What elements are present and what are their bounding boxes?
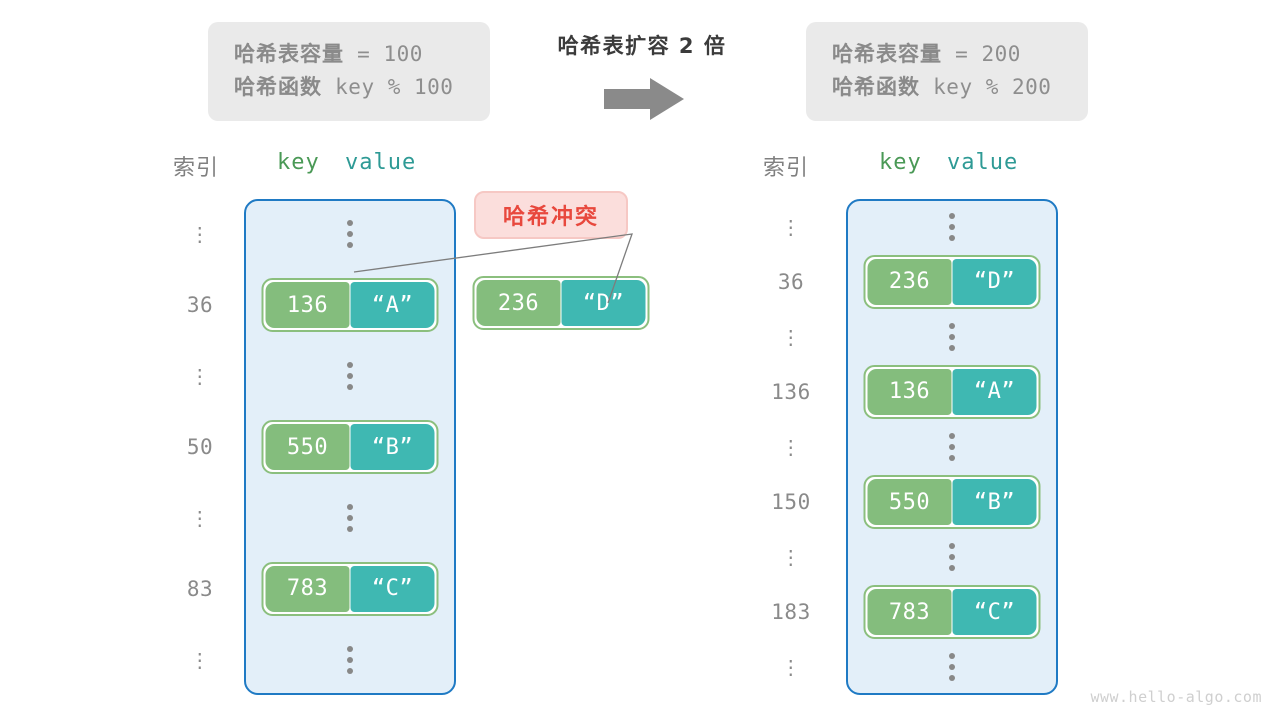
- bucket-ellipsis: [340, 645, 360, 674]
- entry-key: 136: [867, 368, 952, 415]
- entry-value: “B”: [952, 479, 1037, 526]
- entry-value: “D”: [952, 258, 1037, 305]
- bucket-ellipsis: [942, 653, 962, 682]
- entry-key: 136: [265, 282, 350, 329]
- entry-key: 550: [265, 424, 350, 470]
- index-cell-83: 83: [186, 576, 214, 601]
- entry-value: “A”: [952, 368, 1037, 415]
- bucket-entry-36: 136“A”: [261, 278, 439, 333]
- index-ellipsis: ⋮: [780, 324, 802, 349]
- entry-key: 550: [867, 479, 952, 526]
- capacity-label-before: 哈希表容量: [234, 42, 344, 66]
- bucket-entry-183: 783“C”: [863, 585, 1041, 640]
- function-line-before: 哈希函数 key % 100: [234, 71, 464, 104]
- index-cell-50: 50: [186, 435, 214, 459]
- capacity-value-before: = 100: [357, 42, 423, 66]
- function-label-before: 哈希函数: [234, 74, 322, 99]
- entry-value: “B”: [350, 424, 435, 470]
- bucket-entry-136: 136“A”: [863, 364, 1041, 419]
- entry-key: 236: [867, 258, 952, 305]
- index-cell-36: 36: [186, 293, 214, 318]
- index-header-before: 索引: [173, 156, 220, 181]
- value-header-after: value: [947, 150, 1019, 175]
- index-cell-150: 150: [771, 490, 811, 515]
- bucket-ellipsis: [942, 543, 962, 572]
- function-value-after: key % 200: [933, 74, 1052, 99]
- bucket-ellipsis: [942, 322, 962, 351]
- entry-key: 783: [867, 589, 952, 636]
- bucket-ellipsis: [340, 503, 360, 532]
- function-line-after: 哈希函数 key % 200: [832, 71, 1062, 104]
- capacity-label-after: 哈希表容量: [832, 42, 942, 66]
- entry-value: “C”: [952, 589, 1037, 636]
- bucket-ellipsis: [340, 220, 360, 249]
- capacity-line-after: 哈希表容量 = 200: [832, 38, 1062, 71]
- index-ellipsis: ⋮: [780, 545, 802, 570]
- hash-table-info-before: 哈希表容量 = 100 哈希函数 key % 100: [208, 22, 490, 122]
- capacity-line-before: 哈希表容量 = 100: [234, 38, 464, 71]
- entry-value: “A”: [350, 282, 435, 329]
- collision-badge: 哈希冲突: [474, 191, 628, 239]
- hash-table-info-after: 哈希表容量 = 200 哈希函数 key % 200: [806, 22, 1088, 122]
- index-ellipsis: ⋮: [780, 214, 802, 239]
- colliding-entry-value: “D”: [561, 280, 646, 326]
- bucket-ellipsis: [942, 212, 962, 241]
- index-cell-36: 36: [777, 269, 805, 294]
- watermark: www.hello-algo.com: [1090, 688, 1262, 706]
- bucket-ellipsis: [942, 433, 962, 461]
- index-ellipsis: ⋮: [780, 655, 802, 680]
- entry-value: “C”: [350, 565, 435, 612]
- index-ellipsis: ⋮: [189, 364, 211, 389]
- bucket-entry-150: 550“B”: [863, 475, 1041, 530]
- transform-title: 哈希表扩容 2 倍: [557, 34, 727, 58]
- index-cell-183: 183: [771, 600, 811, 625]
- index-ellipsis: ⋮: [189, 222, 211, 247]
- key-header-before: key: [277, 150, 320, 175]
- function-label-after: 哈希函数: [832, 74, 920, 99]
- key-header-after: key: [879, 150, 922, 175]
- index-ellipsis: ⋮: [189, 505, 211, 530]
- index-header-after: 索引: [763, 156, 810, 181]
- bucket-ellipsis: [340, 362, 360, 391]
- index-ellipsis: ⋮: [780, 435, 802, 459]
- function-value-before: key % 100: [335, 74, 454, 99]
- index-ellipsis: ⋮: [189, 647, 211, 672]
- colliding-entry: 236 “D”: [472, 276, 650, 330]
- capacity-value-after: = 200: [955, 42, 1021, 66]
- bucket-entry-83: 783“C”: [261, 561, 439, 616]
- right-arrow-icon: [604, 78, 684, 120]
- bucket-entry-50: 550“B”: [261, 420, 439, 474]
- bucket-entry-36: 236“D”: [863, 254, 1041, 309]
- value-header-before: value: [345, 150, 417, 175]
- entry-key: 783: [265, 565, 350, 612]
- index-cell-136: 136: [771, 379, 811, 404]
- colliding-entry-key: 236: [476, 280, 561, 326]
